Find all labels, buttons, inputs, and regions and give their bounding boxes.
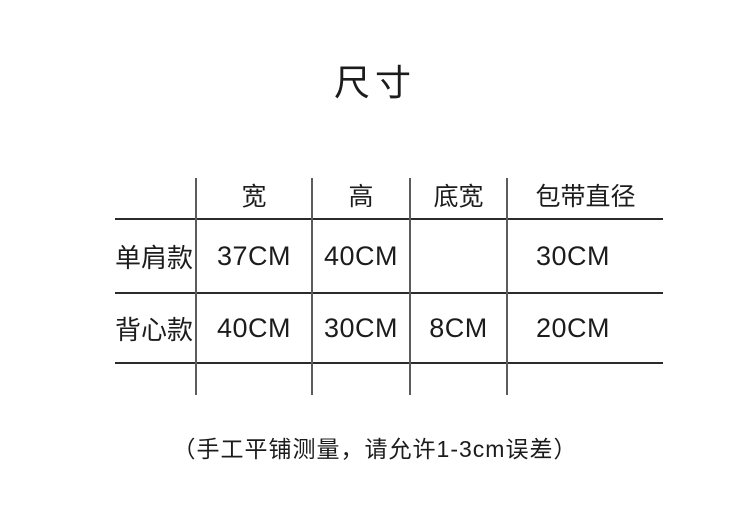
table-column-divider-3 — [409, 178, 411, 395]
column-header-height: 高 — [348, 183, 374, 211]
cell-vest-width: 40CM — [216, 312, 292, 343]
table-column-divider-1 — [195, 178, 197, 395]
table-rule-bottom — [115, 362, 663, 364]
cell-shoulder-strap-diameter: 30CM — [535, 240, 611, 271]
cell-shoulder-height: 40CM — [323, 240, 399, 271]
table-column-divider-2 — [311, 178, 313, 395]
measurement-note: （手工平铺测量，请允许1-3cm误差） — [172, 436, 578, 462]
column-header-bottom-width: 底宽 — [433, 183, 484, 211]
table-rule-under-header — [115, 218, 663, 220]
cell-shoulder-width: 37CM — [216, 240, 292, 271]
row-label-shoulder-style: 单肩款 — [114, 242, 193, 273]
cell-vest-strap-diameter: 20CM — [535, 312, 611, 343]
column-header-strap-diameter: 包带直径 — [535, 183, 636, 211]
cell-vest-bottom-width: 8CM — [429, 312, 488, 343]
table-column-divider-4 — [506, 178, 508, 395]
column-header-width: 宽 — [241, 183, 267, 211]
cell-vest-height: 30CM — [323, 312, 399, 343]
row-label-vest-style: 背心款 — [114, 314, 193, 345]
cell-shoulder-bottom-width-empty — [411, 222, 506, 290]
table-rule-middle — [115, 292, 663, 294]
page-title: 尺寸 — [333, 62, 416, 103]
